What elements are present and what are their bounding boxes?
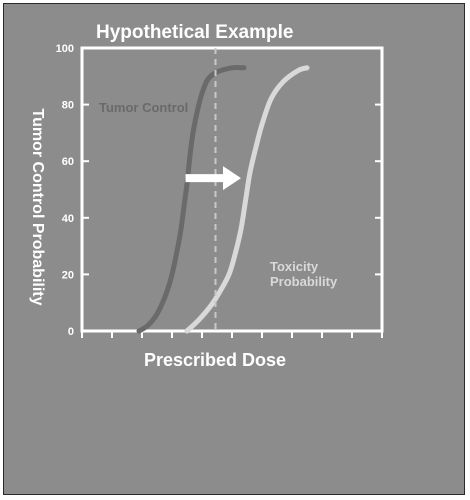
tumor-control-annotation: Tumor Control — [99, 100, 188, 115]
x-axis-label: Prescribed Dose — [144, 350, 286, 370]
y-tick-label-3: 60 — [62, 156, 74, 168]
figure-panel: Hypothetical Example Tumor Control Proba… — [3, 3, 465, 495]
toxicity-annotation-line2: Probability — [270, 274, 338, 289]
y-tick-label-0: 0 — [68, 326, 74, 338]
toxicity-annotation-line1: Toxicity — [270, 259, 319, 274]
series-line-0 — [136, 64, 247, 334]
series-line-1 — [184, 65, 310, 334]
chart-title: Hypothetical Example — [96, 22, 293, 43]
y-tick-label-5: 100 — [56, 43, 74, 55]
y-tick-label-1: 20 — [62, 269, 74, 281]
y-axis-label: Tumor Control Probability — [29, 108, 46, 305]
y-tick-label-2: 40 — [62, 213, 74, 225]
dose-response-chart: Hypothetical Example Tumor Control Proba… — [29, 22, 384, 370]
y-tick-label-4: 80 — [62, 100, 74, 112]
shift-arrow-head — [223, 166, 241, 191]
